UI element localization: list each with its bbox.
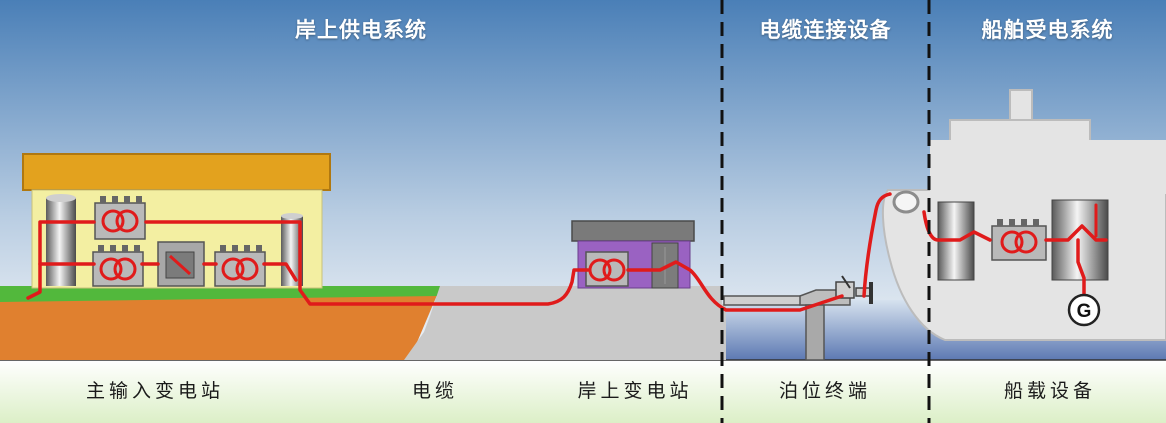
transformer-coil-ship [1000, 230, 1038, 254]
left-column-cylinder [46, 194, 76, 286]
section-title-cable-equipment: 电缆连接设备 [759, 18, 892, 42]
transformer-coil-shore [588, 258, 626, 282]
generator-icon: G [1067, 293, 1101, 327]
label-ship-equipment: 船载设备 [1003, 380, 1096, 402]
generator-label: G [1077, 301, 1092, 322]
section-title-ship: 船舶受电系统 [981, 18, 1114, 42]
shore-substation-building [571, 220, 695, 289]
label-cable: 电缆 [411, 380, 458, 402]
right-column-cylinder [281, 213, 303, 286]
label-berth-terminal: 泊位终端 [778, 380, 871, 402]
transformer-coil-main-bottom-right [221, 257, 259, 281]
hawse-hole [892, 190, 920, 214]
transformer-coil-main-top [101, 209, 139, 233]
section-title-shore: 岸上供电系统 [295, 18, 427, 42]
label-main-substation: 主输入变电站 [85, 380, 224, 402]
soil [0, 288, 440, 360]
grass [0, 286, 440, 302]
main-substation-building [22, 153, 331, 289]
transformer-coil-main-bottom-left [99, 257, 137, 281]
substation-roof [571, 220, 695, 242]
berth-terminal-structure [723, 275, 873, 361]
footer-band [0, 360, 1166, 423]
label-shore-substation: 岸上变电站 [577, 380, 693, 402]
switch-cabinet [157, 241, 205, 287]
transformer-symbols [99, 209, 1038, 282]
building-roof [22, 153, 331, 191]
power-cable [26, 192, 1108, 312]
